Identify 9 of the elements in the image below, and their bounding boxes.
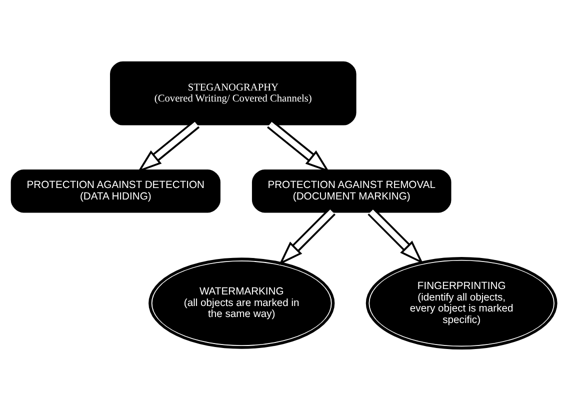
arrow (267, 120, 330, 172)
arrow (368, 208, 424, 264)
node-ellipse: FINGERPRINTING (identify all objects, every object is marked specific) (366, 256, 558, 349)
node-box: PROTECTION AGAINST DETECTION (DATA HIDING) (10, 168, 220, 212)
arrow (278, 208, 336, 264)
arrow (137, 120, 200, 172)
node-box: PROTECTION AGAINST REMOVAL (DOCUMENT MARKING) (252, 168, 452, 212)
node-ellipse: WATERMARKING (all objects are marked in the same way) (148, 257, 335, 348)
node-box: STEGANOGRAPHY (Covered Writing/ Covered Channels) (110, 60, 356, 125)
